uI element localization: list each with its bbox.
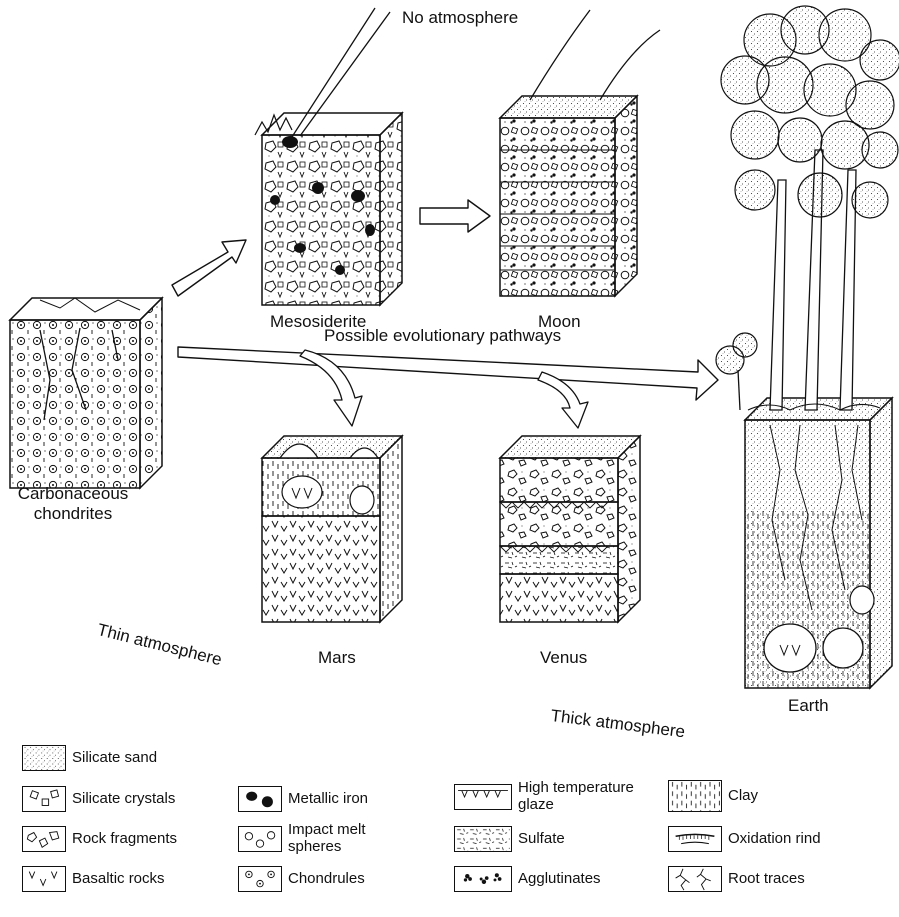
oxidation-rind-swatch-icon [668, 826, 722, 852]
label-venus: Venus [540, 648, 587, 668]
label-earth: Earth [788, 696, 829, 716]
legend-label: High temperature glaze [518, 780, 634, 814]
high-temperature-glaze-swatch-icon [454, 784, 512, 810]
legend-item-rock-fragments: Rock fragments [22, 826, 177, 852]
metallic-iron-swatch-icon [238, 786, 282, 812]
moon-block [500, 10, 660, 296]
legend-item-chondrules: Chondrules [238, 866, 365, 892]
legend-label: Sulfate [518, 831, 565, 848]
carbonaceous-chondrites-block [10, 298, 162, 488]
legend-item-silicate-sand: Silicate sand [22, 745, 157, 771]
legend-item-clay: Clay [668, 780, 758, 812]
mars-block [262, 436, 402, 622]
clay-swatch-icon [668, 780, 722, 812]
rock-fragments-swatch-icon [22, 826, 66, 852]
legend-label: Agglutinates [518, 871, 601, 888]
legend-item-sulfate: Sulfate [454, 826, 565, 852]
arrow-chondrite-to-mesosiderite [172, 240, 246, 296]
label-no-atmosphere: No atmosphere [402, 8, 518, 28]
legend-item-silicate-crystals: Silicate crystals [22, 786, 175, 812]
silicate-crystals-swatch-icon [22, 786, 66, 812]
legend-label: Silicate crystals [72, 791, 175, 808]
label-mars: Mars [318, 648, 356, 668]
legend-label: Metallic iron [288, 791, 368, 808]
label-possible-pathways: Possible evolutionary pathways [324, 326, 561, 346]
legend-item-agglutinates: Agglutinates [454, 866, 601, 892]
sulfate-swatch-icon [454, 826, 512, 852]
legend-label: Root traces [728, 871, 805, 888]
legend-label: Rock fragments [72, 831, 177, 848]
legend-label: Chondrules [288, 871, 365, 888]
silicate-sand-swatch-icon [22, 745, 66, 771]
agglutinates-swatch-icon [454, 866, 512, 892]
legend-label: Basaltic rocks [72, 871, 165, 888]
arrow-mesosiderite-to-moon [420, 200, 490, 232]
arrow-evolutionary-pathways [178, 347, 718, 400]
label-carbonaceous-chondrites: Carbonaceous chondrites [2, 484, 144, 523]
legend-item-oxidation-rind: Oxidation rind [668, 826, 821, 852]
legend-label: Silicate sand [72, 750, 157, 767]
legend-item-metallic-iron: Metallic iron [238, 786, 368, 812]
earth-block [716, 6, 899, 688]
legend-item-impact-melt-spheres: Impact melt spheres [238, 822, 366, 856]
legend-item-root-traces: Root traces [668, 866, 805, 892]
venus-block [500, 436, 640, 622]
basaltic-rocks-swatch-icon [22, 866, 66, 892]
root-traces-swatch-icon [668, 866, 722, 892]
legend-label: Clay [728, 788, 758, 805]
mesosiderite-block [255, 8, 402, 305]
chondrules-swatch-icon [238, 866, 282, 892]
impact-melt-spheres-swatch-icon [238, 826, 282, 852]
legend-item-high-temperature-glaze: High temperature glaze [454, 780, 634, 814]
legend-item-basaltic-rocks: Basaltic rocks [22, 866, 165, 892]
legend-label: Oxidation rind [728, 831, 821, 848]
legend-label: Impact melt spheres [288, 822, 366, 856]
